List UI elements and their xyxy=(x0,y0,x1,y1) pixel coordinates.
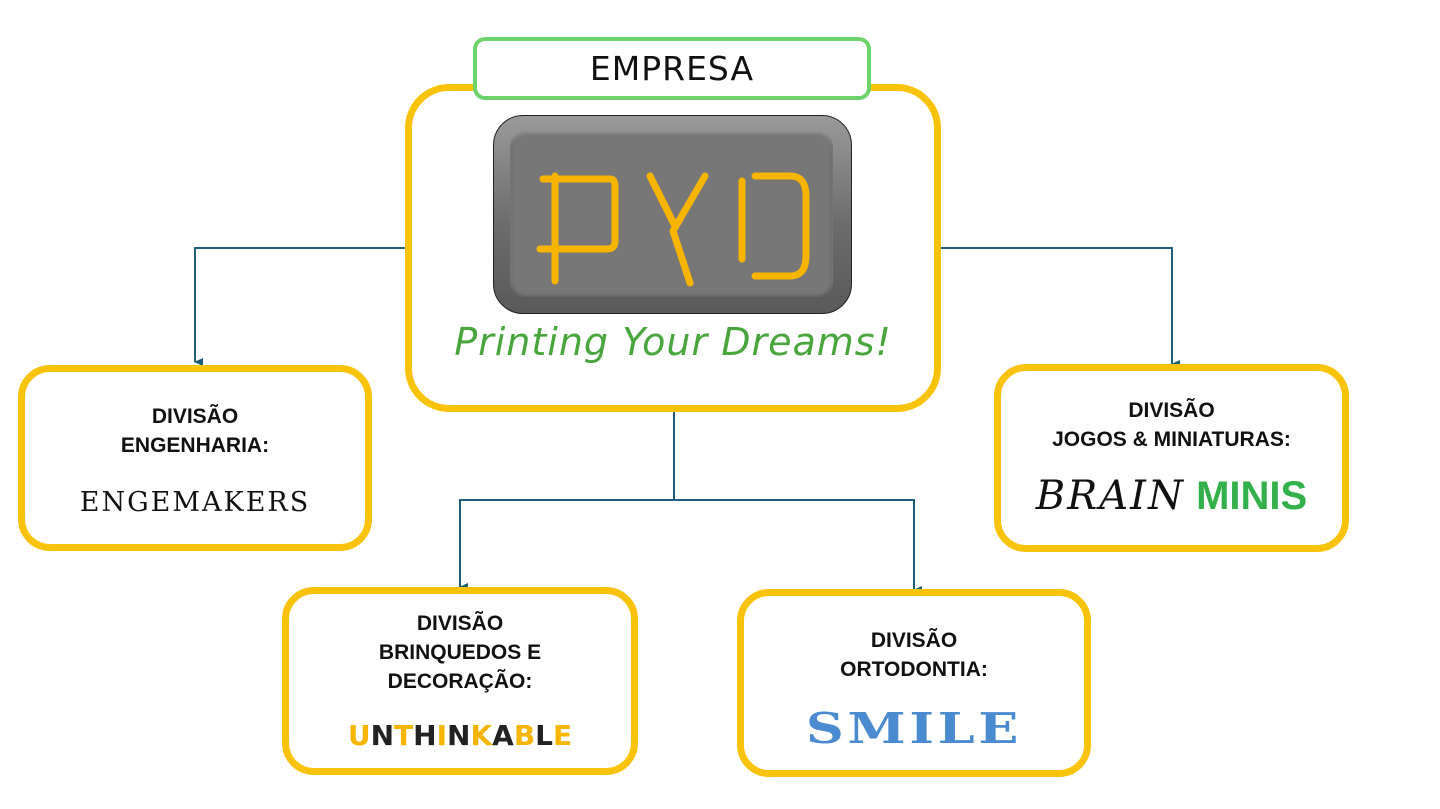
brand-unthinkable-letter: H xyxy=(413,719,437,752)
pyd-logo-plate xyxy=(510,131,833,299)
connector-to-brinquedos xyxy=(459,499,674,591)
brand-unthinkable-letter: B xyxy=(513,719,536,752)
division-engenharia-title-2: ENGENHARIA: xyxy=(120,434,270,457)
brand-unthinkable-letter: L xyxy=(535,719,553,752)
connector-to-engenharia xyxy=(194,247,410,366)
empresa-label: EMPRESA xyxy=(473,37,871,100)
connector-to-jogos xyxy=(940,247,1180,368)
division-brinquedos: DIVISÃO BRINQUEDOS E DECORAÇÃO: UNTHINKA… xyxy=(282,587,638,775)
company-tagline: Printing Your Dreams! xyxy=(454,320,892,364)
connector-to-ortodontia xyxy=(674,499,922,594)
division-brinquedos-title-2: BRINQUEDOS E xyxy=(378,641,542,664)
brand-brain-part: BRAIN xyxy=(1035,473,1185,519)
brand-unthinkable-letter: T xyxy=(394,719,414,752)
division-engenharia: DIVISÃO ENGENHARIA: ENGEMAKERS xyxy=(18,365,372,551)
brand-unthinkable-letter: K xyxy=(470,719,493,752)
brand-unthinkable-letter: I xyxy=(436,719,447,752)
brand-unthinkable-letter: N xyxy=(370,719,395,752)
brand-unthinkable-letter: A xyxy=(492,719,514,752)
division-jogos-title-2: JOGOS & MINIATURAS: xyxy=(1052,428,1291,451)
brand-smile: SMILE xyxy=(805,704,1023,753)
pyd-logo xyxy=(493,115,852,314)
brand-minis-part: MINIS xyxy=(1196,474,1308,518)
brand-unthinkable: UNTHINKABLE xyxy=(289,719,631,752)
division-engenharia-title-1: DIVISÃO xyxy=(151,405,239,428)
division-brinquedos-title-1: DIVISÃO xyxy=(416,612,504,635)
brand-unthinkable-letter: U xyxy=(347,719,371,752)
brand-unthinkable-letter: E xyxy=(553,719,573,752)
brand-brain-minis: BRAIN MINIS xyxy=(1001,473,1342,519)
division-jogos-title-1: DIVISÃO xyxy=(1128,399,1215,422)
brand-engemakers: ENGEMAKERS xyxy=(79,487,311,518)
division-jogos: DIVISÃO JOGOS & MINIATURAS: BRAIN MINIS xyxy=(994,364,1349,552)
brand-unthinkable-letter: N xyxy=(447,719,471,752)
division-ortodontia-title-1: DIVISÃO xyxy=(870,629,958,652)
pyd-logo-letters xyxy=(536,172,810,287)
division-ortodontia-title-2: ORTODONTIA: xyxy=(840,658,988,681)
division-brinquedos-title-3: DECORAÇÃO: xyxy=(387,670,533,693)
division-ortodontia: DIVISÃO ORTODONTIA: SMILE xyxy=(737,589,1091,777)
